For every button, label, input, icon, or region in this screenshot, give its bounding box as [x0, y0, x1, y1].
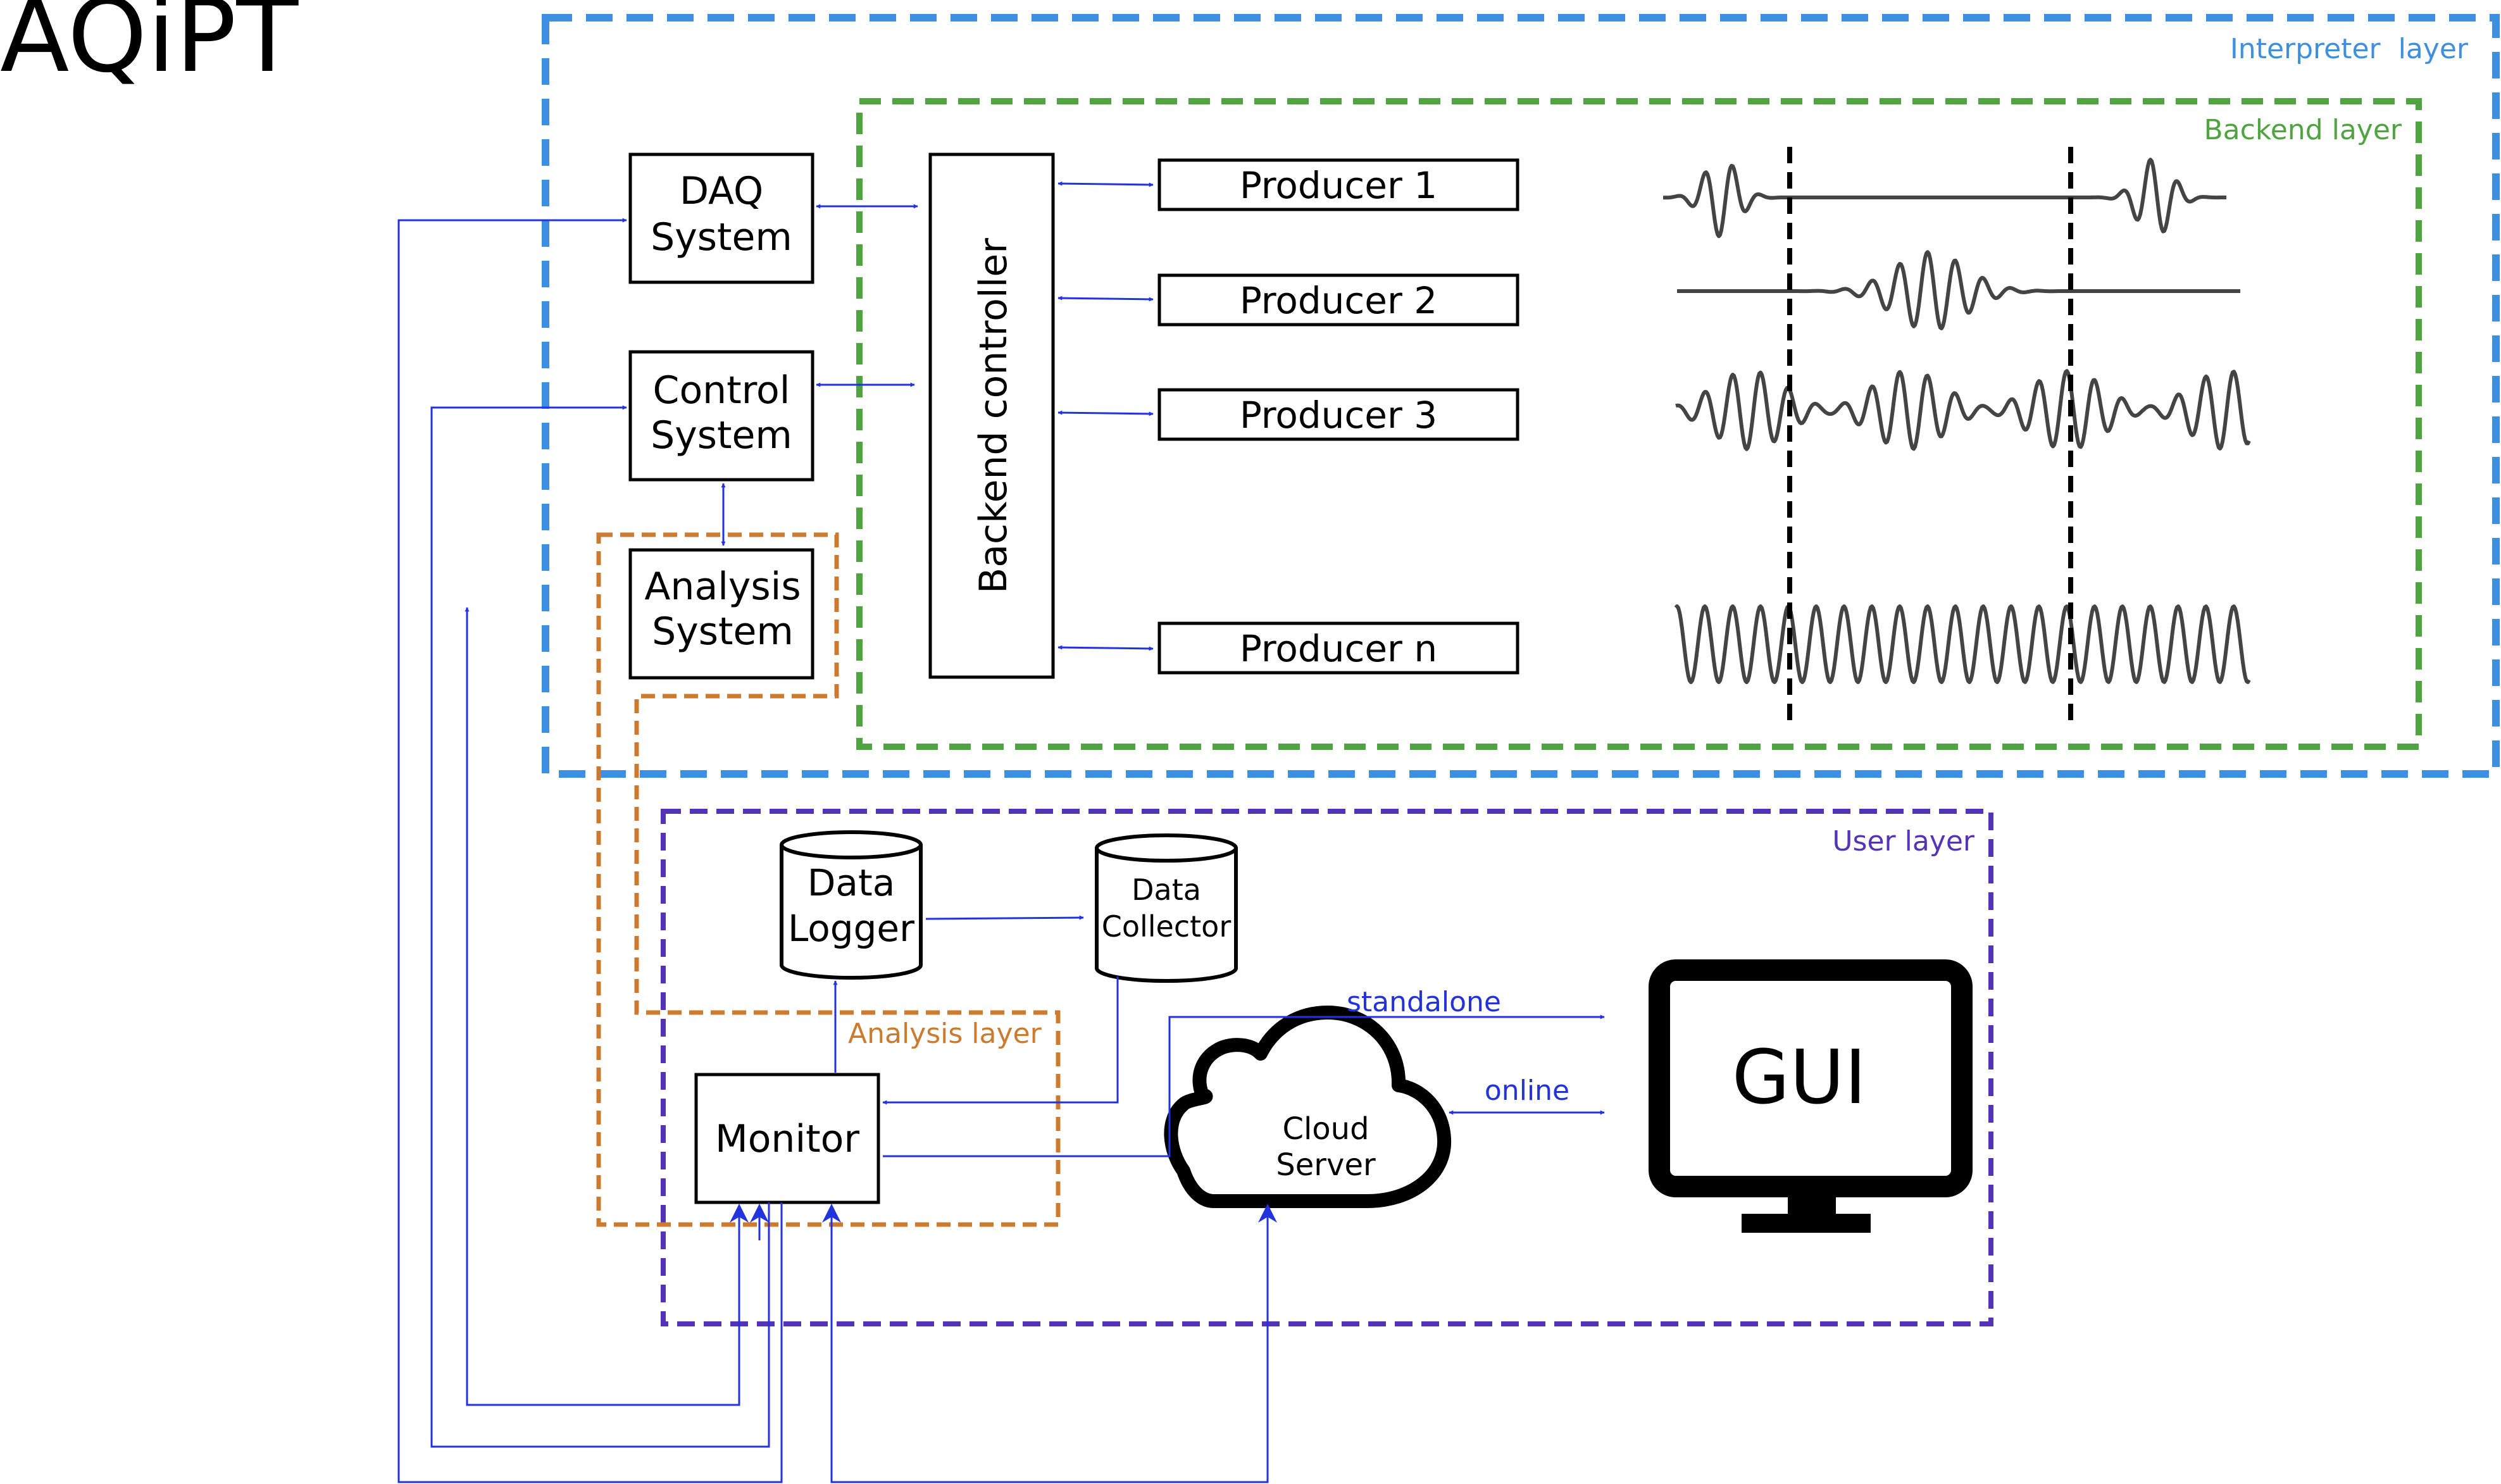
online-label: online: [1485, 1075, 1569, 1107]
backend-producer-n-arrow: [1057, 645, 1154, 651]
svg-text:Producer 3: Producer 3: [1240, 394, 1437, 437]
producer-1-box: Producer 1: [1157, 158, 1519, 211]
backend-layer-frame: [856, 98, 2422, 750]
logger-to-collector-arrow: [925, 915, 1084, 920]
cloud-to-monitor-line: [822, 1204, 1277, 1483]
waveform-producer-n: [1674, 604, 2251, 684]
backend-producer-3-arrow: [1057, 410, 1154, 416]
producer-2-box: Producer 2: [1157, 273, 1519, 327]
waveform-producer-3: [1675, 369, 2251, 451]
backend-layer-label: Backend layer: [2204, 114, 2402, 146]
monitor-box: Monitor: [694, 1073, 880, 1204]
svg-text:System: System: [652, 609, 794, 654]
svg-text:Control: Control: [653, 368, 790, 413]
user-layer-label: User layer: [1832, 825, 1975, 857]
backend-producer-2-arrow: [1057, 296, 1154, 302]
svg-text:Server: Server: [1276, 1147, 1376, 1183]
gui-screen-icon: GUI: [1649, 959, 1973, 1233]
svg-text:Data: Data: [808, 861, 895, 904]
collector-to-monitor-arrow: [882, 976, 1119, 1105]
daq-system-box: DAQ System: [628, 153, 814, 284]
svg-text:Collector: Collector: [1102, 909, 1232, 944]
producer-3-box: Producer 3: [1157, 388, 1519, 441]
analysis-system-box: Analysis System: [628, 548, 814, 680]
svg-text:Analysis: Analysis: [644, 564, 801, 609]
monitor-to-gui-standalone-arrow: [883, 1014, 1605, 1157]
analysis-layer-label: Analysis layer: [848, 1018, 1042, 1050]
svg-text:Monitor: Monitor: [715, 1117, 859, 1161]
backend-producer-1-arrow: [1057, 181, 1154, 187]
svg-text:Producer 1: Producer 1: [1240, 164, 1437, 207]
svg-text:System: System: [651, 413, 792, 458]
svg-text:Backend controller: Backend controller: [971, 238, 1016, 594]
control-system-box: Control System: [628, 350, 814, 482]
waveform-producer-2: [1676, 250, 2241, 330]
svg-text:System: System: [651, 215, 792, 259]
svg-text:Cloud: Cloud: [1282, 1111, 1369, 1147]
cloud-server-icon: Cloud Server: [1164, 1006, 1452, 1208]
svg-text:Producer 2: Producer 2: [1240, 279, 1437, 322]
interpreter-layer-frame: [542, 14, 2500, 778]
svg-text:GUI: GUI: [1732, 1033, 1867, 1121]
waveform-producer-1: [1662, 158, 2227, 239]
standalone-label: standalone: [1347, 986, 1501, 1018]
data-logger-cylinder: Data Logger: [780, 830, 923, 980]
producer-n-box: Producer n: [1157, 621, 1519, 675]
monitor-to-control-line: [430, 405, 770, 1448]
svg-text:Logger: Logger: [788, 907, 914, 950]
diagram-title: AQiPT: [0, 0, 299, 95]
data-collector-cylinder: Data Collector: [1095, 833, 1238, 983]
svg-text:DAQ: DAQ: [680, 169, 763, 213]
backend-controller-box: Backend controller: [928, 153, 1055, 679]
svg-text:Producer n: Producer n: [1240, 627, 1437, 670]
interpreter-layer-label: Interpreter layer: [2230, 33, 2469, 65]
svg-text:Data: Data: [1132, 873, 1201, 907]
monitor-to-daq-line: [397, 218, 783, 1483]
analysis-to-monitor-line: [465, 607, 749, 1406]
user-layer-frame: [661, 809, 1993, 1326]
